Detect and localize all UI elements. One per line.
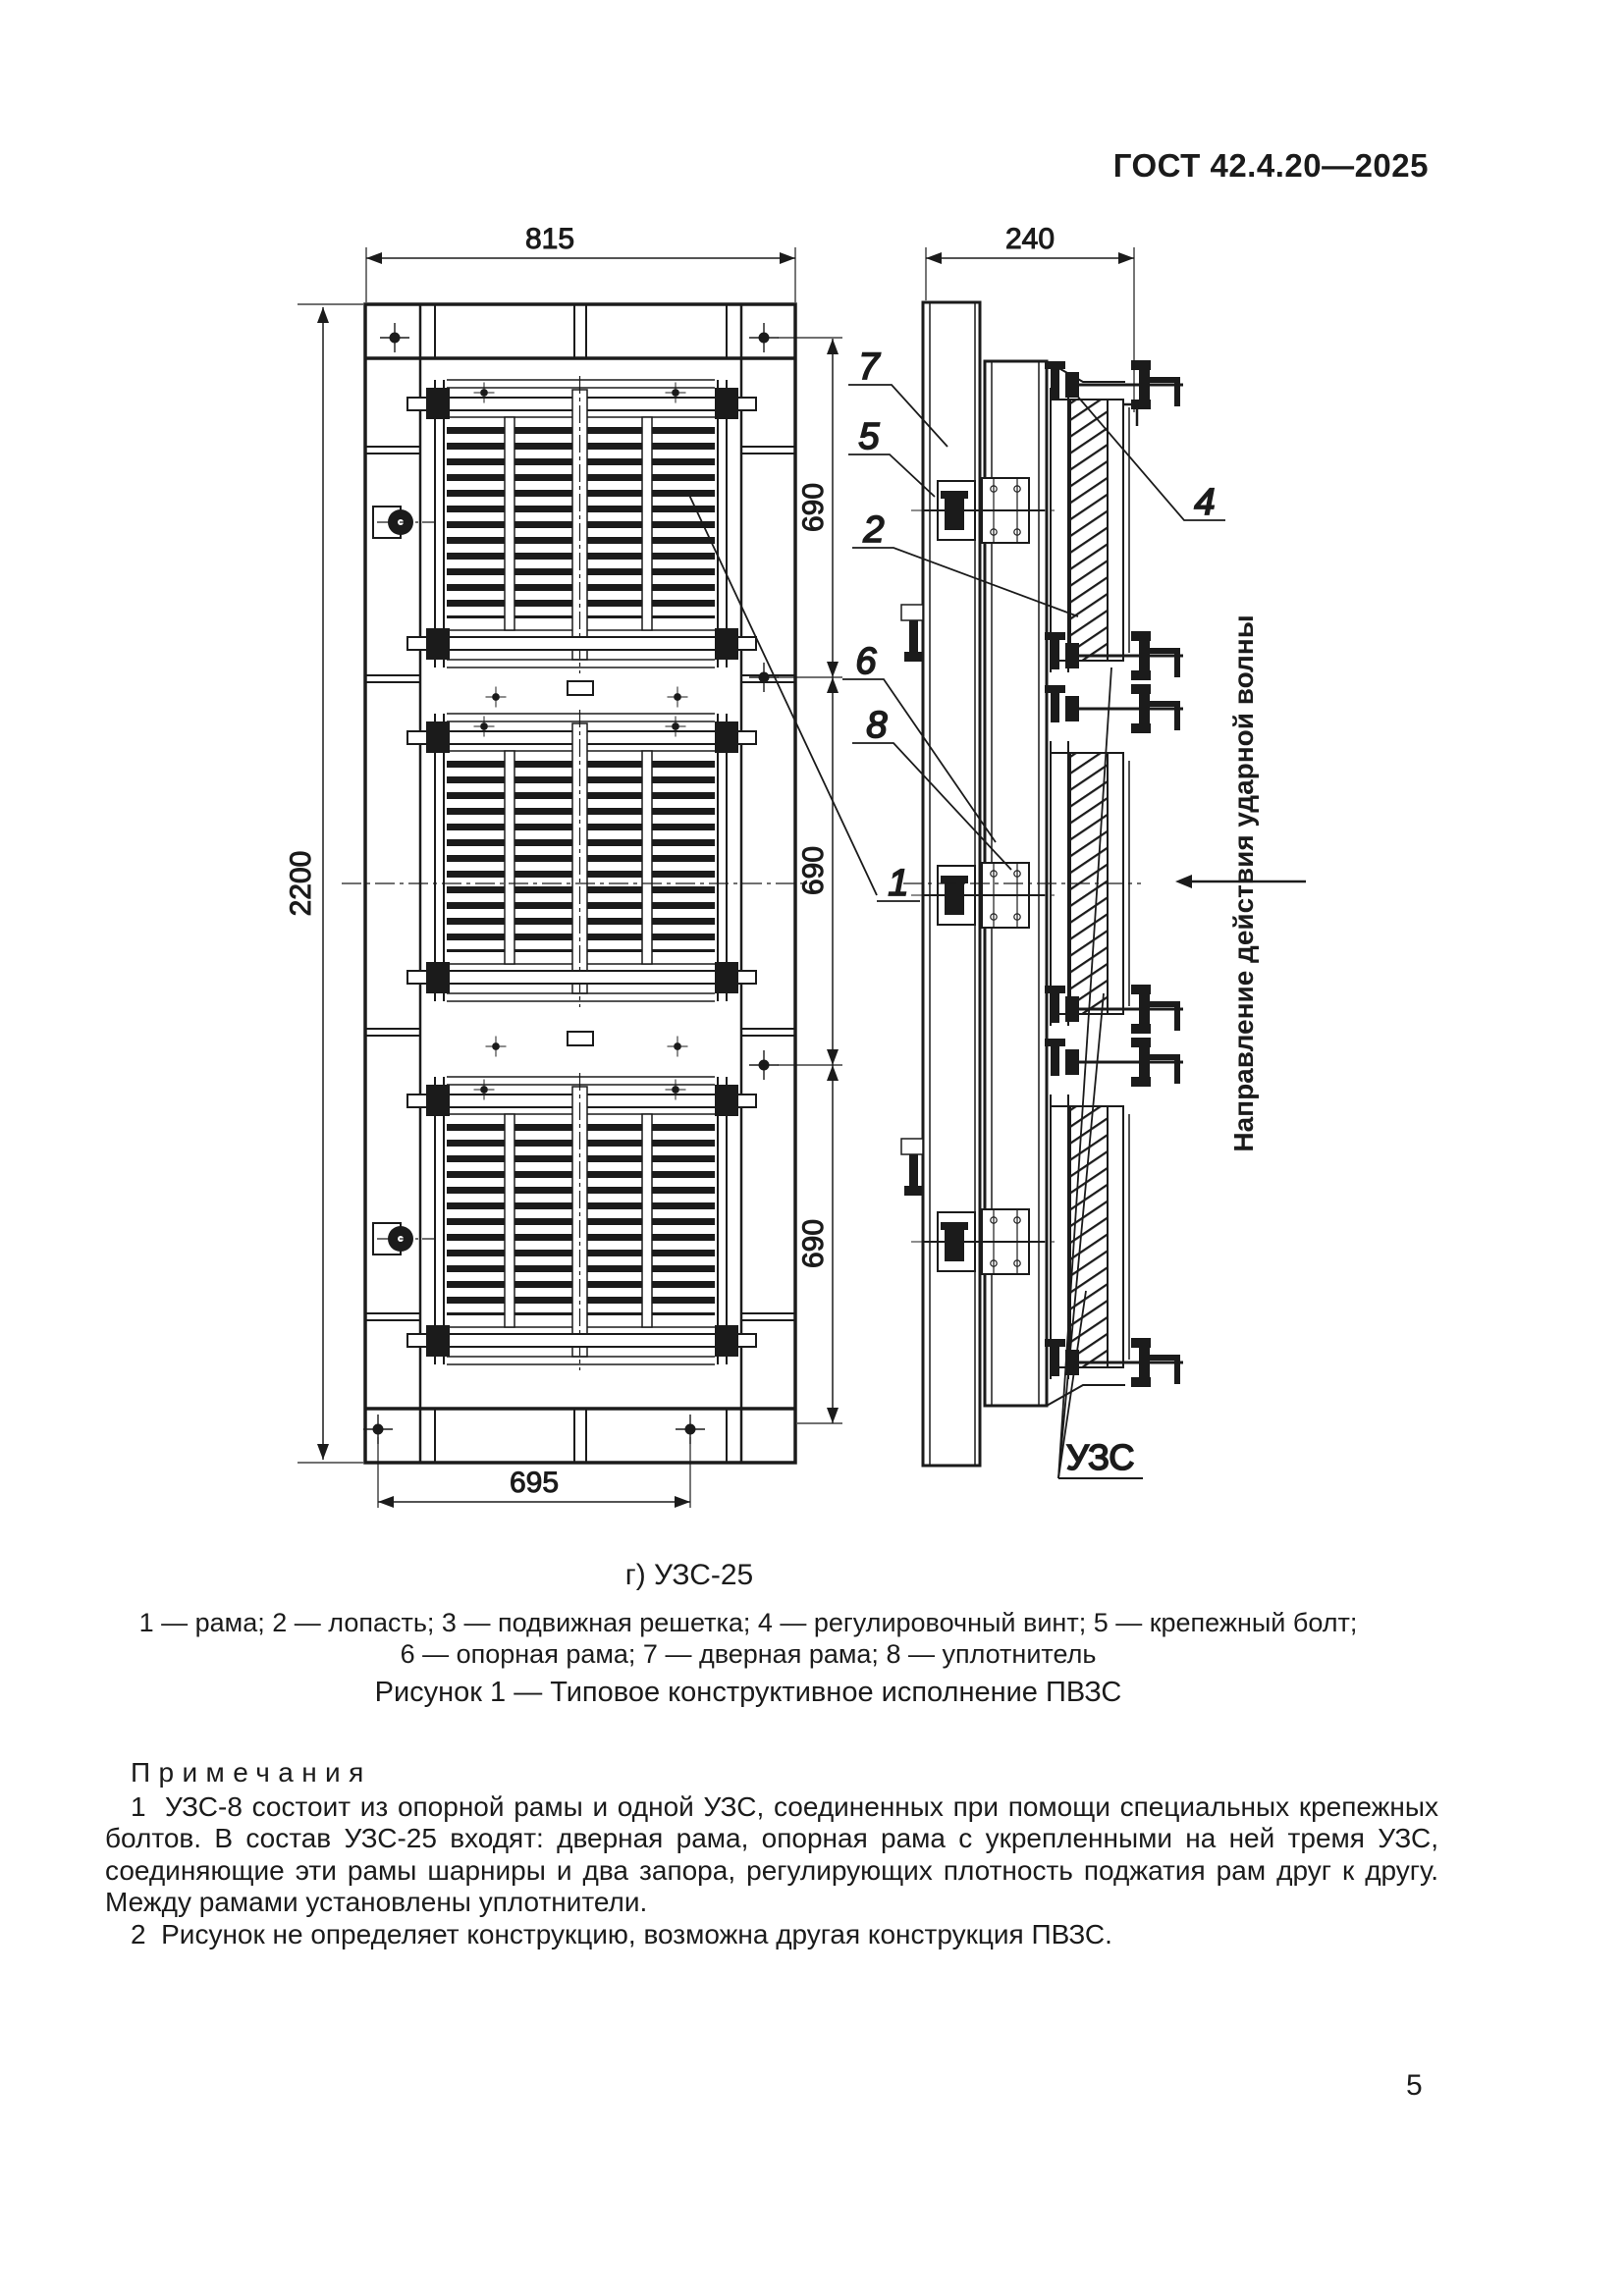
dimensions: 815 240 2200 690 690 690 695 bbox=[285, 223, 1135, 1508]
page-number: 5 bbox=[1406, 2069, 1423, 2102]
dim-240: 240 bbox=[1005, 223, 1055, 255]
callout-7: 7 bbox=[858, 347, 881, 388]
callout-2: 2 bbox=[862, 509, 884, 551]
note-item-1: 1 УЗС-8 состоит из опорной рамы и одной … bbox=[105, 1790, 1438, 1918]
front-view bbox=[342, 302, 878, 1465]
dim-815: 815 bbox=[525, 223, 574, 255]
note-item-2: 2 Рисунок не определяет конструкцию, воз… bbox=[131, 1918, 1112, 1949]
figure-legend-line1: 1 — рама; 2 — лопасть; 3 — подвижная реш… bbox=[138, 1608, 1358, 1637]
callout-6: 6 bbox=[855, 641, 877, 682]
callout-5: 5 bbox=[858, 416, 880, 457]
callout-4: 4 bbox=[1194, 482, 1215, 523]
notes-section: Примечания 1 УЗС-8 состоит из опорной ра… bbox=[105, 1757, 1438, 1950]
notes-title: Примечания bbox=[131, 1757, 372, 1788]
dim-690-middle: 690 bbox=[797, 846, 830, 895]
figure-title: Рисунок 1 — Типовое конструктивное испол… bbox=[374, 1677, 1122, 1708]
technical-drawing: 815 240 2200 690 690 690 695 7 5 2 6 8 1… bbox=[285, 223, 1306, 1508]
callouts: 7 5 2 6 8 1 4 УЗС bbox=[842, 346, 1225, 1479]
subfigure-caption: г) УЗС-25 bbox=[624, 1559, 754, 1591]
hinge-top bbox=[372, 506, 438, 539]
shock-wave-direction: Направление действия ударной волны bbox=[1175, 614, 1306, 1152]
uzs-label: УЗС bbox=[1066, 1437, 1134, 1477]
figure-area: 815 240 2200 690 690 690 695 7 5 2 6 8 1… bbox=[285, 223, 1306, 1508]
figure-legend-line2: 6 — опорная рама; 7 — дверная рама; 8 — … bbox=[400, 1639, 1097, 1669]
dim-695: 695 bbox=[510, 1467, 559, 1499]
callout-8: 8 bbox=[866, 705, 887, 746]
document-header: ГОСТ 42.4.20—2025 bbox=[1112, 147, 1429, 184]
dim-690-top: 690 bbox=[797, 483, 830, 532]
dim-2200: 2200 bbox=[285, 851, 317, 917]
callout-1: 1 bbox=[888, 863, 908, 904]
side-view bbox=[900, 300, 1183, 1468]
hinge-bottom bbox=[372, 1222, 438, 1255]
shock-wave-direction-label: Направление действия ударной волны bbox=[1228, 614, 1259, 1151]
dim-690-bottom: 690 bbox=[797, 1219, 830, 1268]
shock-wave-arrow bbox=[1175, 875, 1192, 888]
